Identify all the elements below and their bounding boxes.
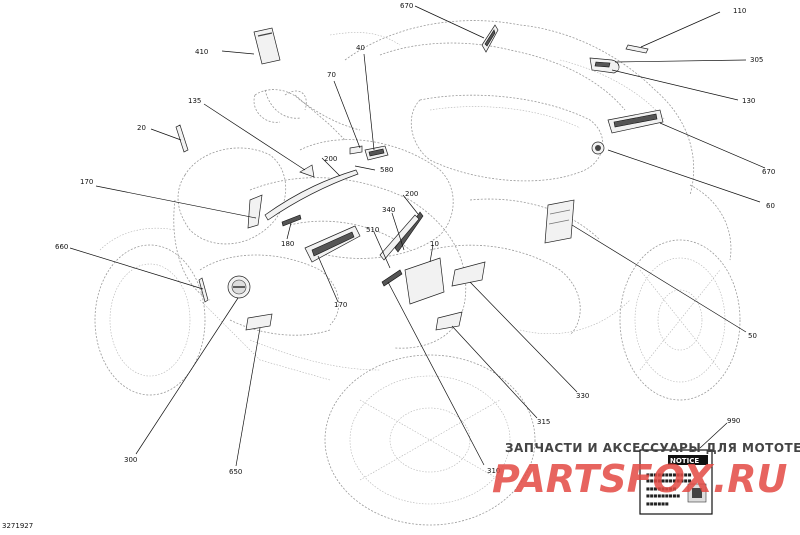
callout-670-side: 670 bbox=[762, 168, 775, 176]
callout-990: 990 bbox=[727, 417, 740, 425]
callout-135: 135 bbox=[188, 97, 201, 105]
decal-660 bbox=[198, 277, 209, 303]
callout-40: 40 bbox=[356, 44, 365, 52]
callout-300: 300 bbox=[124, 456, 137, 464]
leader-lines bbox=[69, 5, 766, 467]
decal-410 bbox=[253, 27, 281, 65]
decal-200-top bbox=[264, 169, 359, 221]
decal-170-front bbox=[247, 194, 263, 229]
callout-170-center: 170 bbox=[334, 301, 347, 309]
notice-line: ■■■■■■■■ bbox=[646, 486, 676, 491]
diagram-id: 3271927 bbox=[2, 522, 33, 530]
callout-110: 110 bbox=[733, 7, 746, 15]
decal-200-side bbox=[379, 214, 420, 261]
callout-340: 340 bbox=[382, 206, 395, 214]
notice-label-990: NOTICE ■■■■■■■■■■■■ ■■■■■■■■■■■■ ■■■■■■■… bbox=[639, 449, 713, 515]
callout-70: 70 bbox=[327, 71, 336, 79]
callout-670-top: 670 bbox=[400, 2, 413, 10]
decal-330 bbox=[451, 261, 486, 287]
callout-200-side: 200 bbox=[405, 190, 418, 198]
decal-340 bbox=[394, 211, 424, 253]
callout-305: 305 bbox=[750, 56, 763, 64]
notice-line: ■■■■■■ bbox=[646, 501, 669, 506]
callout-200-top: 200 bbox=[324, 155, 337, 163]
decal-310 bbox=[381, 269, 403, 287]
callout-650: 650 bbox=[229, 468, 242, 476]
watermark-logo: PARTSFOX.RU bbox=[492, 457, 788, 501]
callout-580: 580 bbox=[380, 166, 393, 174]
callout-170-left: 170 bbox=[80, 178, 93, 186]
callout-50: 50 bbox=[748, 332, 757, 340]
callout-330: 330 bbox=[576, 392, 589, 400]
decal-135 bbox=[299, 164, 315, 178]
notice-line: ■■■■■■■■■■■■ bbox=[646, 478, 692, 483]
decal-70 bbox=[349, 145, 363, 155]
decal-650 bbox=[245, 313, 273, 331]
callout-310: 310 bbox=[487, 467, 500, 475]
notice-line: ■■■■■■■■■■■■ bbox=[646, 472, 692, 477]
decal-110 bbox=[625, 44, 649, 54]
callout-20: 20 bbox=[137, 124, 146, 132]
atv-outline bbox=[94, 20, 741, 526]
callout-180: 180 bbox=[281, 240, 294, 248]
decal-20 bbox=[175, 124, 189, 153]
notice-line: ■■■■■■■■■ bbox=[646, 493, 680, 498]
notice-title: NOTICE bbox=[670, 457, 699, 465]
callouts: 670 110 410 40 305 70 130 135 20 670 200… bbox=[55, 2, 775, 476]
callout-60: 60 bbox=[766, 202, 775, 210]
watermark: ЗАПЧАСТИ И АКСЕССУАРЫ ДЛЯ МОТОТЕХНИКИ PA… bbox=[492, 441, 800, 501]
watermark-tagline: ЗАПЧАСТИ И АКСЕССУАРЫ ДЛЯ МОТОТЕХНИКИ bbox=[505, 441, 800, 455]
decal-180 bbox=[281, 214, 302, 227]
callout-315: 315 bbox=[537, 418, 550, 426]
callout-660: 660 bbox=[55, 243, 68, 251]
callout-10: 10 bbox=[430, 240, 439, 248]
decal-315 bbox=[435, 311, 463, 331]
decal-shapes bbox=[175, 24, 664, 331]
decal-10 bbox=[404, 257, 445, 305]
callout-410: 410 bbox=[195, 48, 208, 56]
callout-130: 130 bbox=[742, 97, 755, 105]
callout-510: 510 bbox=[366, 226, 379, 234]
